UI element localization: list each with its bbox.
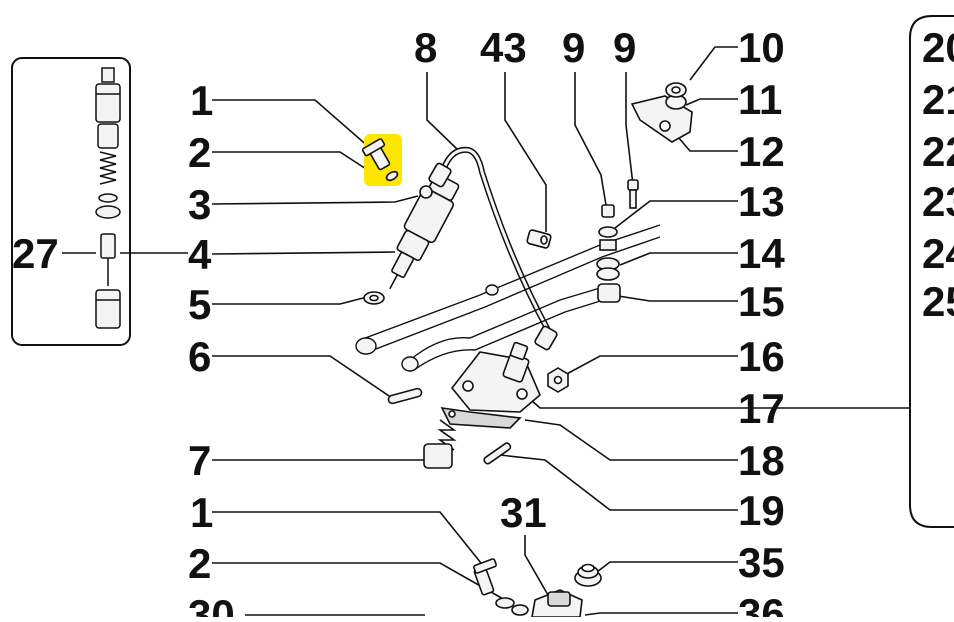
inset-box-left: [11, 57, 131, 346]
nut-part-16: [547, 367, 569, 393]
callout-right-16: 16: [738, 333, 785, 380]
bracket-part-43: [526, 229, 552, 249]
callout-left-6: 6: [188, 333, 211, 380]
callout-labels: 1 2 3 4 5 6 7 1 2 30 27 8 43 9 9 10 11 1…: [12, 24, 954, 622]
callout-center-31: 31: [500, 489, 547, 536]
callout-inset-22: 22: [922, 128, 954, 175]
mount-bracket-10-12: [630, 82, 693, 143]
callout-right-19: 19: [738, 487, 785, 534]
callout-left-3: 3: [188, 181, 211, 228]
bolt-part-1-highlighted: [361, 134, 402, 186]
pin-part-19: [483, 442, 512, 465]
inset-box-right: [909, 15, 954, 528]
callout-left-2: 2: [188, 129, 211, 176]
callout-inset-24: 24: [922, 230, 954, 277]
callout-top-8: 8: [414, 24, 437, 71]
callout-right-18: 18: [738, 437, 785, 484]
callout-left-4: 4: [188, 231, 212, 278]
callout-right-17: 17: [738, 385, 785, 432]
callout-right-15: 15: [738, 278, 785, 325]
callout-left-5: 5: [188, 281, 211, 328]
callout-right-14: 14: [738, 230, 785, 277]
injector-body: [363, 173, 460, 305]
callout-right-11: 11: [738, 76, 782, 123]
bolt-part-1-lower: [473, 558, 529, 616]
lower-pump-31: [531, 589, 583, 618]
callout-right-35: 35: [738, 539, 785, 586]
callout-left-7: 7: [188, 437, 211, 484]
callout-right-12: 12: [738, 128, 785, 175]
callout-left-2-lower: 2: [188, 540, 211, 587]
banjo-fitting-stack: [596, 204, 621, 303]
callout-left-1: 1: [190, 77, 213, 124]
callout-inset-20: 20: [922, 24, 954, 71]
cap-part-35: [574, 563, 602, 587]
bleed-screw: [627, 179, 639, 209]
callout-right-36: 36: [738, 590, 785, 617]
pump-element: [440, 341, 541, 429]
callout-inset-25: 25: [922, 278, 954, 325]
callout-inset-21: 21: [922, 76, 954, 123]
callout-right-10: 10: [738, 24, 785, 71]
callout-inset-23: 23: [922, 178, 954, 225]
return-rail: [355, 224, 661, 372]
callout-top-9a: 9: [562, 24, 585, 71]
tappet-part-7: [423, 419, 457, 469]
callout-top-9b: 9: [613, 24, 636, 71]
parts: [355, 82, 693, 618]
leader-lines: [62, 46, 910, 616]
callout-inset-27: 27: [12, 230, 59, 277]
callout-left-1-lower: 1: [190, 489, 213, 536]
key-part-6: [387, 387, 423, 405]
callout-right-13: 13: [738, 178, 785, 225]
inset-injector-exploded: [95, 67, 121, 329]
callout-left-30: 30: [188, 591, 235, 617]
callout-top-43: 43: [480, 24, 527, 71]
